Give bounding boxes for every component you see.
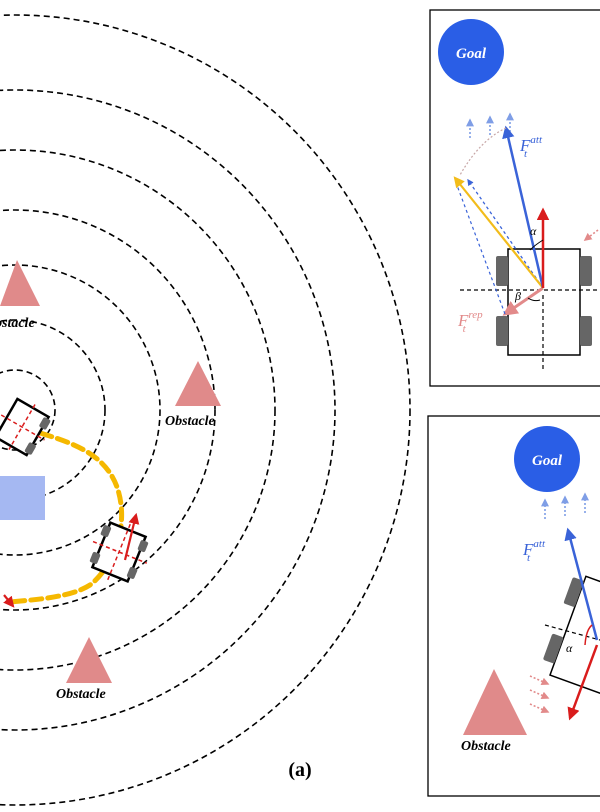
robot-axis xyxy=(92,540,148,564)
obstacle-triangle xyxy=(66,637,112,683)
contour-ring xyxy=(0,209,216,611)
obstacle-label: Obstacle xyxy=(56,687,106,702)
obstacle-label: Obstacle xyxy=(165,414,215,429)
robot-axis xyxy=(107,523,131,581)
beta-arc xyxy=(527,297,541,302)
figure-caption: (a) xyxy=(288,759,311,781)
contour-ring xyxy=(0,14,411,806)
field-arrow xyxy=(529,703,550,714)
robot-wheel xyxy=(24,442,36,455)
heading-arrow xyxy=(123,512,140,561)
repulsive-field-arrows xyxy=(529,675,550,714)
robot-wheel xyxy=(496,256,508,286)
robot-wheel xyxy=(563,577,584,607)
robot-wheel xyxy=(100,525,112,538)
field-arrow xyxy=(529,675,550,686)
alpha-label: α xyxy=(530,224,537,238)
alpha-label: α xyxy=(566,641,573,655)
parallelogram-edge xyxy=(459,127,507,176)
alpha-arc xyxy=(584,624,593,646)
repulsive-field-arrows xyxy=(583,229,599,241)
obstacle-label: Obstacle xyxy=(461,739,511,754)
attractive-field-arrows xyxy=(466,112,514,138)
robot-body xyxy=(549,575,600,700)
goal-region xyxy=(0,476,45,520)
heading-arrow xyxy=(567,644,599,721)
field-arrow xyxy=(583,229,599,241)
f-att-vector xyxy=(564,527,599,641)
contour-ring xyxy=(0,369,56,451)
robot-wheel xyxy=(126,566,138,579)
goal-label: Goal xyxy=(532,453,563,469)
beta-label: β xyxy=(514,289,521,303)
heading-arrow xyxy=(3,594,15,608)
potential-contours xyxy=(0,14,411,806)
robot-vehicle xyxy=(543,575,600,700)
obstacle-triangle xyxy=(463,669,527,735)
robot-wheel xyxy=(496,316,508,346)
robot-wheel xyxy=(580,256,592,286)
contour-ring xyxy=(0,149,276,671)
contour-ring xyxy=(0,264,161,556)
parallelogram-edge xyxy=(467,178,544,289)
resultant-vector xyxy=(453,176,544,289)
goal-label: Goal xyxy=(456,46,487,62)
goal-circle xyxy=(514,426,580,492)
obstacle-triangle xyxy=(0,260,40,306)
f-rep-vector xyxy=(502,286,544,316)
f-att-vector xyxy=(502,125,545,289)
robot-wheel xyxy=(580,316,592,346)
robot-axis xyxy=(8,404,36,450)
goal-circle xyxy=(438,19,504,85)
robot-wheel xyxy=(39,417,51,430)
robot-wheel xyxy=(543,633,564,664)
potential-field-panel: bstacle Obstacle Obstacle (a) xyxy=(0,14,411,806)
attractive-field-arrows xyxy=(541,492,589,519)
obstacle-triangle xyxy=(175,361,221,406)
alpha-arc xyxy=(529,239,544,251)
robot-axis xyxy=(544,624,600,641)
robot-vehicle xyxy=(0,397,51,457)
field-arrow xyxy=(529,689,550,700)
robot-wheel xyxy=(89,551,101,564)
robot-wheel xyxy=(137,540,149,553)
contour-ring xyxy=(0,89,336,731)
robot-vehicle xyxy=(89,521,149,583)
obstacle-label: bstacle xyxy=(0,316,35,331)
